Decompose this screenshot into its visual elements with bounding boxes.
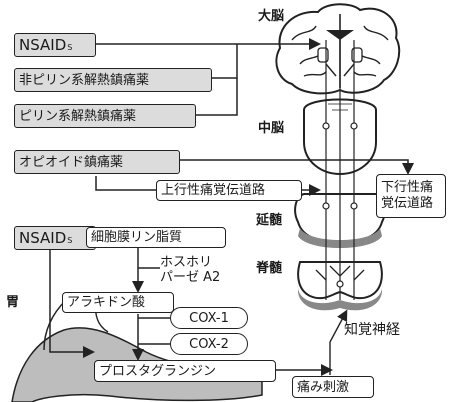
descending-pathway-box: 下行性痛 覚伝道路: [376, 174, 446, 218]
prostaglandin-box: プロスタグランジン: [94, 360, 276, 382]
cox-1-pill: COX-1: [170, 307, 248, 329]
pain-stimulus-label: 痛み刺激: [297, 379, 350, 395]
arachidonic-acid-label: アラキドン酸: [67, 295, 146, 310]
descending-pathway-line1: 下行性痛: [381, 180, 434, 196]
nsaids-subscript: S: [67, 236, 73, 245]
pyrine-label: ピリン系解熱鎮痛薬: [19, 108, 137, 124]
stomach-label: 胃: [6, 295, 20, 310]
prostaglandin-label: プロスタグランジン: [99, 363, 217, 379]
nsaids-label: NSAID: [19, 228, 67, 247]
phospholipase-a2-label: ホスホリ パーゼ A2: [160, 255, 221, 286]
cox-2-pill: COX-2: [170, 333, 248, 355]
midbrain-label: 中脳: [258, 121, 285, 136]
cerebrum-label: 大脳: [258, 9, 285, 24]
phospholipase-line2: パーゼ A2: [160, 269, 221, 285]
arachidonic-acid-box: アラキドン酸: [62, 292, 174, 313]
membrane-phospholipid-box: 細胞膜リン脂質: [86, 227, 226, 248]
cerebrum-illustration: [275, 3, 401, 95]
opioid-label: オピオイド鎮痛薬: [19, 154, 124, 170]
medulla-label: 延髄: [256, 213, 283, 228]
phospholipase-line1: ホスホリ: [160, 255, 213, 270]
non-pyrine-label: 非ピリン系解熱鎮痛薬: [19, 72, 150, 88]
membrane-phospholipid-label: 細胞膜リン脂質: [91, 230, 183, 245]
cox-2-label: COX-2: [189, 336, 229, 352]
non-pyrine-antipyretic-box: 非ピリン系解熱鎮痛薬: [14, 68, 212, 92]
ascending-pathway-label: 上行性痛覚伝道路: [161, 183, 266, 198]
descending-pathway-line2: 覚伝道路: [381, 196, 434, 211]
nsaids-subscript: S: [67, 43, 73, 52]
sensory-nerve-label: 知覚神経: [344, 322, 400, 338]
ascending-pathway-box: 上行性痛覚伝道路: [156, 180, 302, 201]
pyrine-antipyretic-box: ピリン系解熱鎮痛薬: [14, 104, 196, 128]
pain-stimulus-box: 痛み刺激: [292, 376, 374, 398]
nsaids-label: NSAID: [19, 35, 67, 54]
opioid-analgesic-box: オピオイド鎮痛薬: [14, 150, 180, 174]
spinal-cord-label: 脊髄: [256, 261, 283, 276]
cox-1-label: COX-1: [189, 310, 229, 326]
